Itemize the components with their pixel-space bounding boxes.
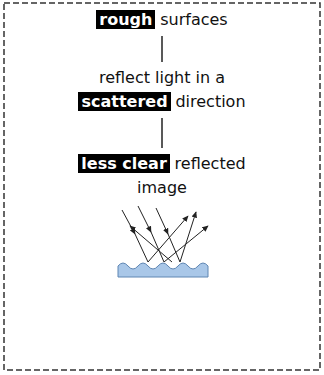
connector-line bbox=[161, 118, 163, 148]
connector-line bbox=[161, 36, 163, 62]
text-line: rough surfaces bbox=[52, 8, 272, 32]
rough-surface bbox=[118, 263, 208, 277]
dashed-border bbox=[4, 3, 320, 370]
highlighted-word: less clear bbox=[78, 154, 169, 173]
statement-text: surfaces bbox=[160, 10, 227, 29]
statement-group: rough surfaces bbox=[32, 8, 292, 32]
text-line: less clearreflected image bbox=[67, 152, 257, 200]
highlighted-word: scattered bbox=[78, 92, 170, 111]
text-line: scattered direction bbox=[52, 90, 272, 114]
light-rays bbox=[122, 206, 208, 262]
statement-group: less clearreflected image bbox=[32, 152, 292, 200]
statement-text: direction bbox=[175, 92, 245, 111]
text-line: reflect light in a bbox=[52, 66, 272, 90]
statement-text: reflect light in a bbox=[99, 68, 225, 87]
statement-group: reflect light in a scattered direction bbox=[32, 66, 292, 114]
highlighted-word: rough bbox=[96, 10, 155, 29]
